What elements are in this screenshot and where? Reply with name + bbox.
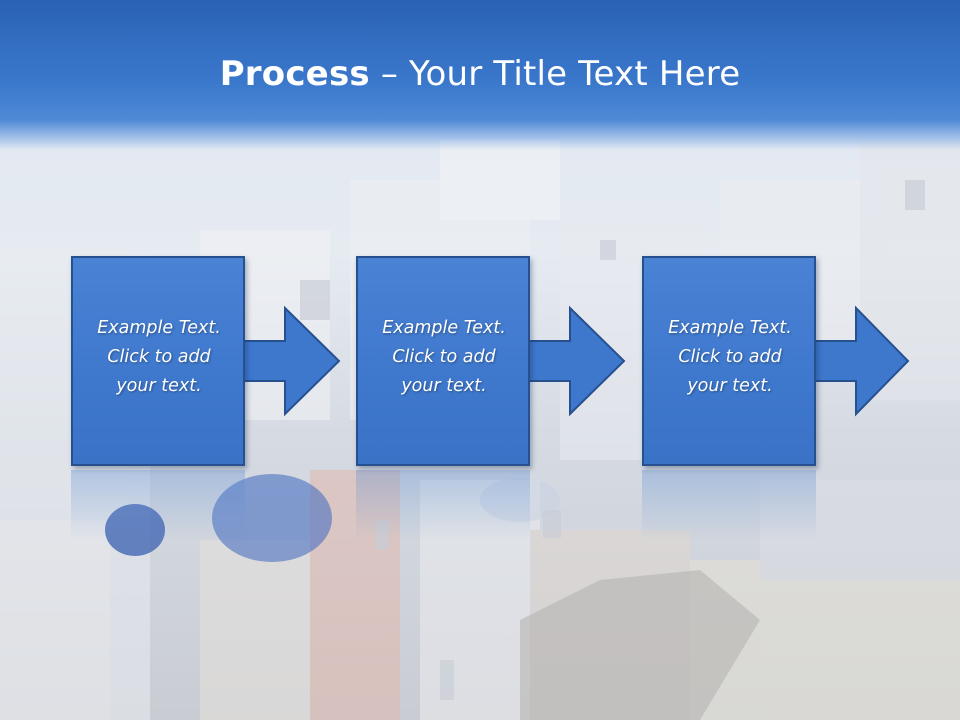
slide-title[interactable]: Process – Your Title Text Here xyxy=(0,54,960,94)
step-line-3: your text. xyxy=(401,376,487,396)
step-text[interactable]: Example Text. Click to add your text. xyxy=(358,314,530,401)
title-rest: – Your Title Text Here xyxy=(369,54,741,94)
step-reflection xyxy=(356,470,530,540)
process-step-3[interactable]: Example Text. Click to add your text. xyxy=(642,256,912,468)
step-reflection xyxy=(642,470,816,540)
title-bold: Process xyxy=(219,54,370,94)
step-line-2: Click to add xyxy=(678,347,782,367)
step-text[interactable]: Example Text. Click to add your text. xyxy=(644,314,816,401)
arrow-right-icon xyxy=(240,305,341,417)
step-line-1: Example Text. xyxy=(382,318,506,338)
arrow-right-icon xyxy=(525,305,626,417)
step-line-3: your text. xyxy=(116,376,202,396)
process-step-1[interactable]: Example Text. Click to add your text. xyxy=(71,256,341,468)
arrow-right-icon xyxy=(811,305,910,417)
step-box[interactable]: Example Text. Click to add your text. xyxy=(642,256,816,466)
step-line-1: Example Text. xyxy=(668,318,792,338)
step-text[interactable]: Example Text. Click to add your text. xyxy=(73,314,245,401)
step-line-2: Click to add xyxy=(392,347,496,367)
title-bar xyxy=(0,0,960,150)
process-step-2[interactable]: Example Text. Click to add your text. xyxy=(356,256,626,468)
step-box[interactable]: Example Text. Click to add your text. xyxy=(356,256,530,466)
step-line-3: your text. xyxy=(687,376,773,396)
step-reflection xyxy=(71,470,245,540)
step-line-1: Example Text. xyxy=(97,318,221,338)
step-box[interactable]: Example Text. Click to add your text. xyxy=(71,256,245,466)
step-line-2: Click to add xyxy=(107,347,211,367)
